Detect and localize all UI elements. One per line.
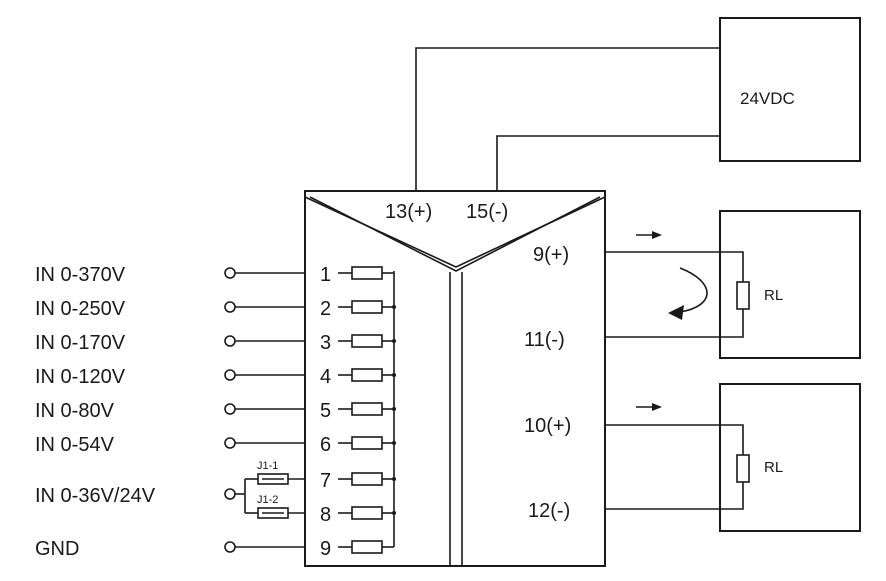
pin-number: 1	[320, 264, 331, 286]
jumper-j1-1-label: J1-1	[257, 460, 278, 472]
output1-load-label: RL	[764, 287, 783, 304]
terminal-13-plus: 13(+)	[385, 201, 432, 223]
power-supply-label: 24VDC	[740, 89, 795, 108]
output1-plus-terminal: 9(+)	[533, 244, 569, 266]
jumper-j1-1: J1-1	[257, 460, 289, 485]
pin-number: 4	[320, 366, 331, 388]
input-label-250v: IN 0-250V	[35, 298, 126, 320]
input-label-80v: IN 0-80V	[35, 400, 115, 422]
power-wire-minus	[496, 135, 720, 191]
input-label-120v: IN 0-120V	[35, 366, 126, 388]
input-label-170v: IN 0-170V	[35, 332, 126, 354]
pin-number: 7	[320, 470, 331, 492]
resistor-ladder	[338, 266, 396, 554]
input-wires	[235, 272, 305, 548]
power-wire-plus	[415, 47, 720, 191]
output1-load-box: RL	[605, 210, 861, 359]
transmitter-module: 13(+) 15(-)	[304, 190, 606, 567]
input-label-36v-24v: IN 0-36V/24V	[35, 485, 156, 507]
power-supply: 24VDC	[719, 17, 861, 162]
output2-load-box: RL	[605, 383, 861, 532]
pin-number: 6	[320, 434, 331, 456]
terminal-15-minus: 15(-)	[466, 201, 508, 223]
pin-number: 5	[320, 400, 331, 422]
input-label-54v: IN 0-54V	[35, 434, 115, 456]
pin-number: 3	[320, 332, 331, 354]
output2-plus-terminal: 10(+)	[524, 415, 571, 437]
input-terminal-circles	[224, 267, 236, 553]
input-label-370v: IN 0-370V	[35, 264, 126, 286]
current-loop-arrow	[668, 267, 708, 320]
pin-number: 8	[320, 504, 331, 526]
jumper-j1-2-label: J1-2	[257, 494, 278, 506]
output1-direction-arrow	[636, 231, 662, 239]
jumper-j1-2: J1-2	[257, 494, 289, 519]
output1-minus-terminal: 11(-)	[524, 329, 565, 351]
output2-load-label: RL	[764, 459, 783, 476]
output2-direction-arrow	[636, 403, 662, 411]
pin-number: 2	[320, 298, 331, 320]
output2-minus-terminal: 12(-)	[528, 500, 570, 522]
input-label-gnd: GND	[35, 538, 79, 560]
pin-number: 9	[320, 538, 331, 560]
